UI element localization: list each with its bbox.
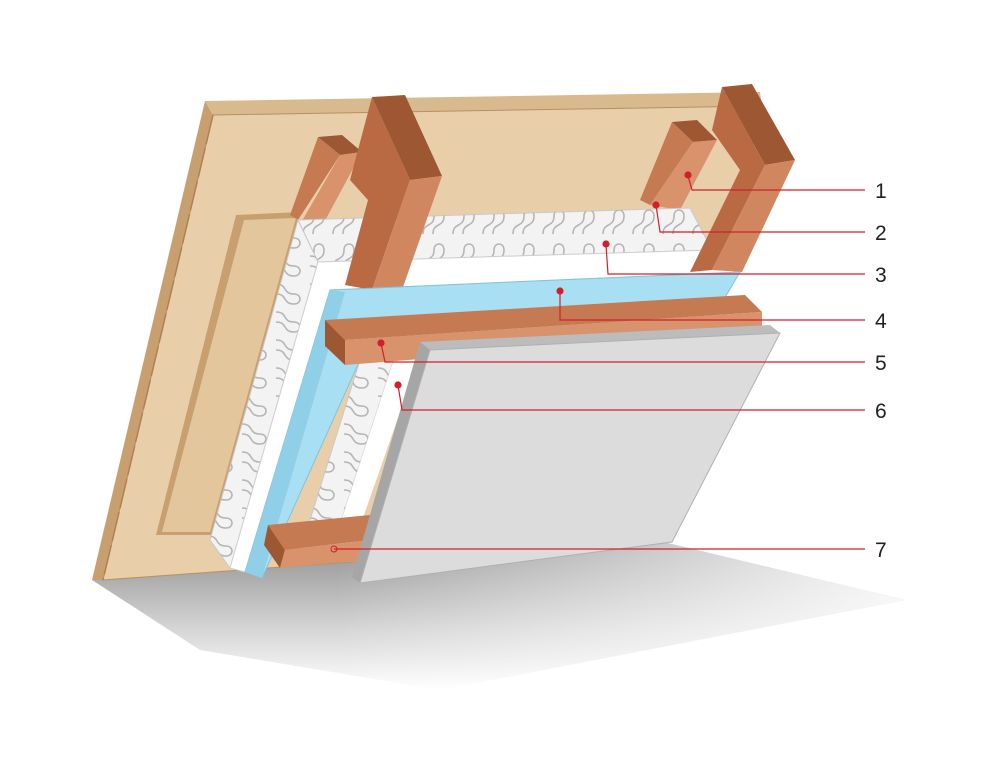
callout-labels: 1 2 3 4 5 6 7 bbox=[875, 180, 887, 562]
callout-label-3: 3 bbox=[875, 264, 887, 287]
callout-label-2: 2 bbox=[875, 222, 887, 245]
callout-leaders bbox=[334, 175, 865, 550]
callout-label-5: 5 bbox=[875, 352, 887, 375]
rafter-left-front bbox=[345, 95, 442, 290]
callout-label-7: 7 bbox=[875, 539, 887, 562]
leader-2 bbox=[655, 204, 865, 233]
rafter-right-back bbox=[640, 120, 717, 210]
inner-board-left bbox=[156, 212, 300, 535]
floor-shadow bbox=[92, 540, 905, 690]
dot-7 bbox=[330, 545, 338, 553]
batten-bottom bbox=[264, 515, 370, 568]
dot-6 bbox=[394, 381, 402, 389]
leader-4 bbox=[559, 291, 865, 321]
dot-1 bbox=[684, 171, 692, 179]
callout-label-6: 6 bbox=[875, 400, 887, 423]
rafter-right-front bbox=[690, 84, 795, 272]
leader-5 bbox=[380, 342, 865, 363]
leader-6 bbox=[397, 384, 865, 411]
gypsum-board bbox=[352, 325, 781, 584]
dot-3 bbox=[602, 240, 610, 248]
inner-insulation bbox=[299, 355, 420, 556]
dot-2 bbox=[652, 201, 660, 209]
leader-3 bbox=[605, 244, 865, 275]
callout-label-4: 4 bbox=[875, 310, 887, 333]
callout-dots bbox=[330, 171, 692, 553]
dot-4 bbox=[556, 287, 564, 295]
callout-label-1: 1 bbox=[875, 180, 887, 203]
dot-5 bbox=[377, 339, 385, 347]
leader-1 bbox=[687, 175, 865, 191]
rafter-left-back bbox=[290, 135, 362, 230]
